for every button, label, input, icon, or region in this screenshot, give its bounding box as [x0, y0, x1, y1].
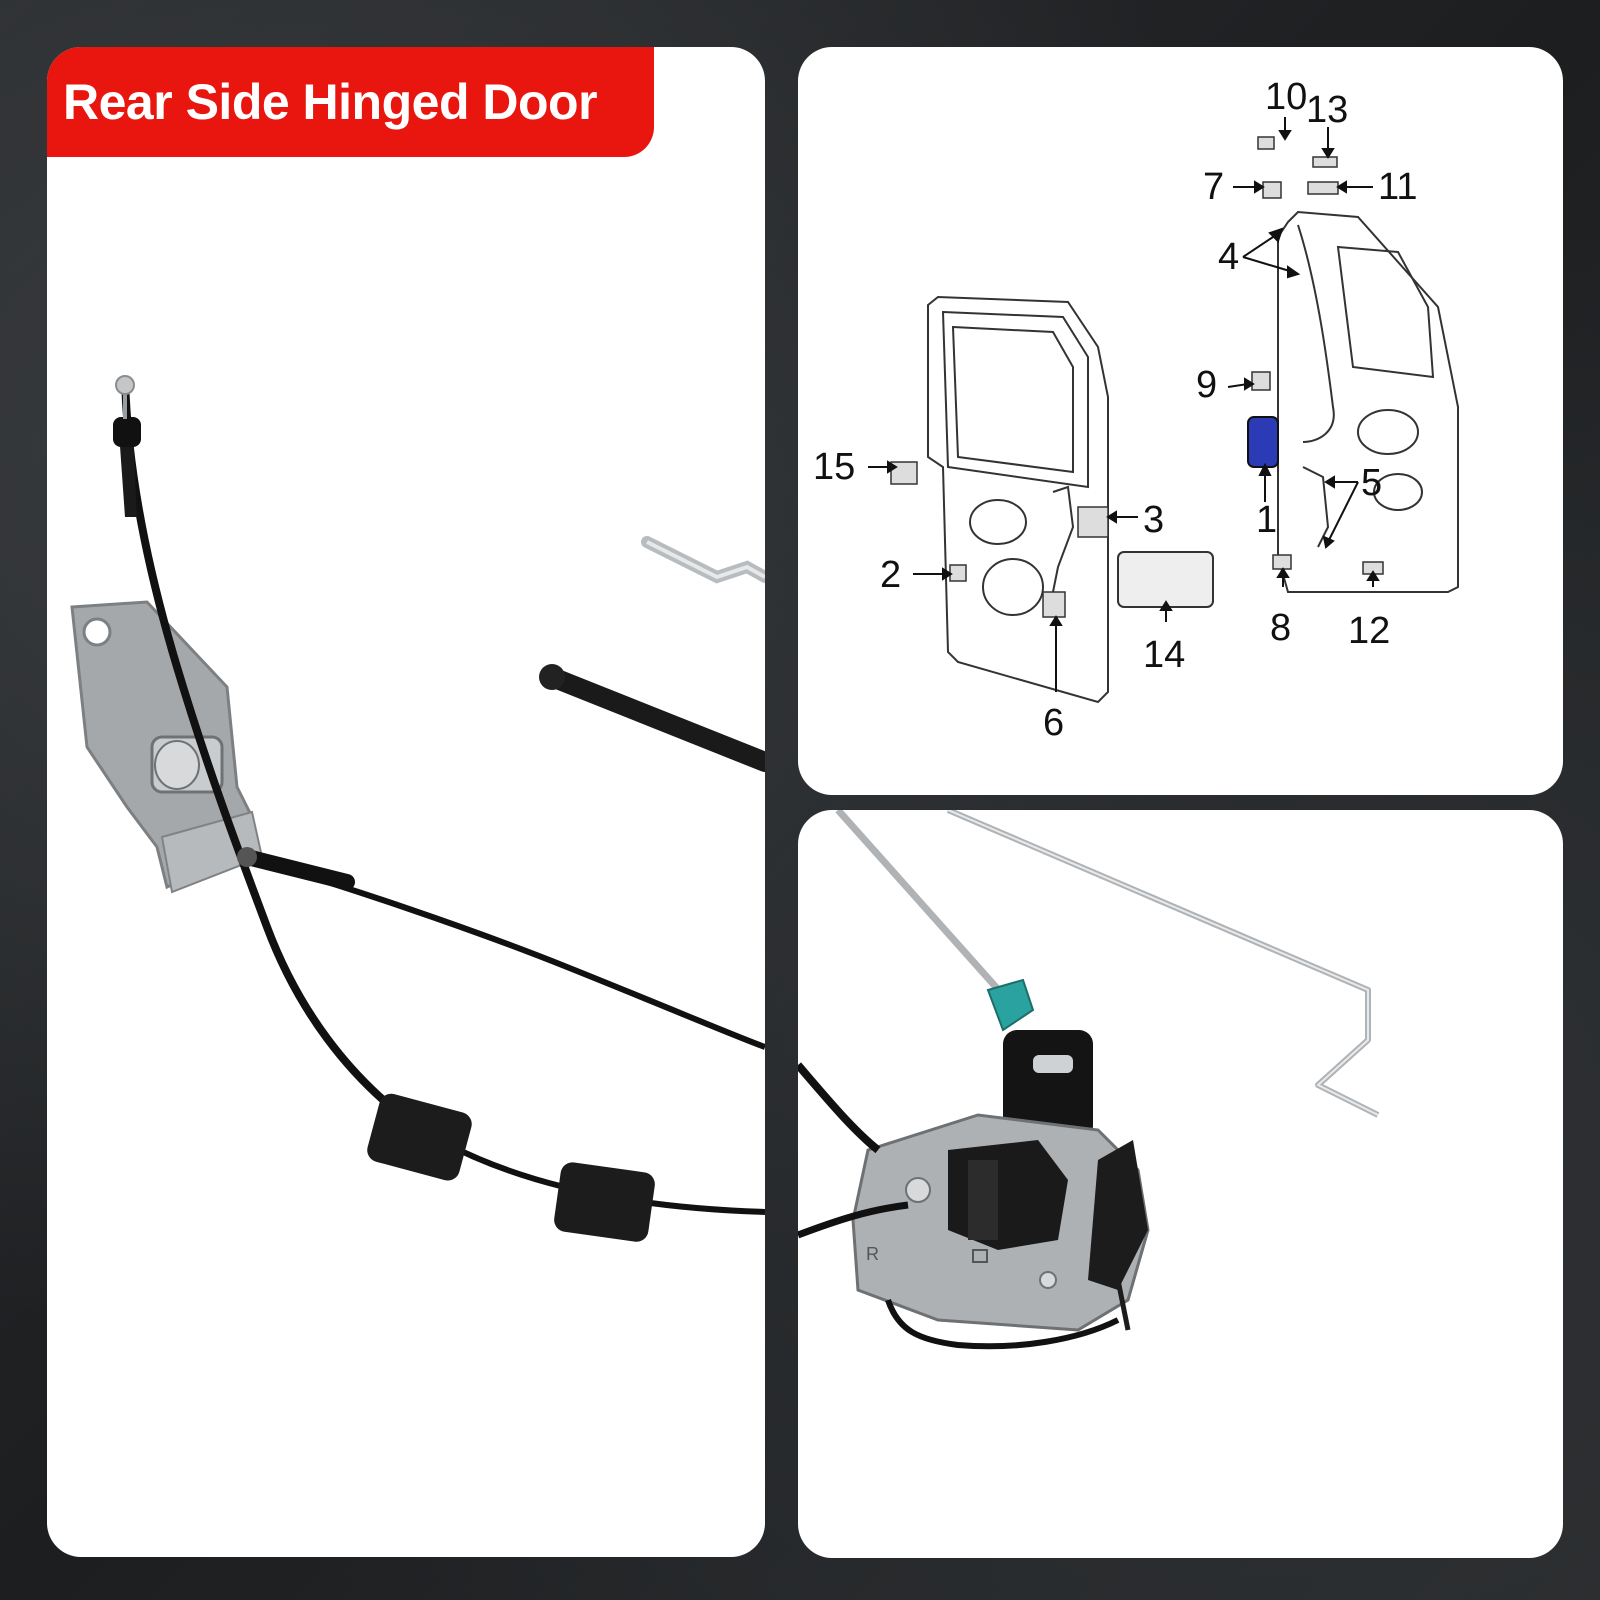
bolt-head	[154, 740, 200, 790]
latch-switch-body	[1088, 1140, 1148, 1290]
cable-pin-ball	[115, 375, 135, 395]
right-door-rod	[1297, 224, 1335, 443]
right-door-window	[1336, 245, 1435, 379]
actuator-clip	[1033, 1055, 1073, 1073]
callout-7: 7	[1203, 166, 1224, 208]
right-door-outline	[1277, 210, 1459, 593]
rod-black	[542, 667, 765, 772]
latch-switch-pin	[1115, 1279, 1131, 1331]
callout-2: 2	[880, 554, 901, 596]
right-door-cutout-2	[1373, 473, 1423, 511]
latch-assembly-illustration: R	[798, 810, 1380, 1350]
left-door-outline	[927, 295, 1109, 704]
part-11	[1307, 181, 1339, 195]
left-door-window	[951, 325, 1074, 474]
part-3	[1077, 506, 1109, 538]
latch-cable-lower	[798, 1201, 909, 1239]
cable-assembly-illustration	[70, 375, 765, 1242]
cable-secondary-clip	[237, 847, 257, 867]
part-15	[890, 461, 918, 485]
latch-mechanism	[948, 1140, 1068, 1250]
callout-8: 8	[1270, 607, 1291, 649]
latch-wire-harness	[885, 1298, 1120, 1350]
latch-pawl	[968, 1160, 998, 1240]
cable-secondary-sleeve	[239, 849, 355, 890]
callout-1: 1	[1256, 499, 1277, 541]
part-9	[1251, 371, 1271, 391]
bracket-hole	[82, 617, 112, 647]
cable-secondary	[246, 854, 765, 1050]
callout-3: 3	[1143, 499, 1164, 541]
latch-rivet-1	[905, 1177, 931, 1203]
latch-rivet-2	[1039, 1271, 1057, 1289]
parts-diagram-panel: 1 2 3 4 5 6 7 8 9 10 11 12 13 14 15	[798, 47, 1563, 795]
title-banner: Rear Side Hinged Door	[47, 47, 654, 157]
callout-13: 13	[1306, 89, 1348, 131]
callout-14: 14	[1143, 634, 1185, 676]
foam-damper-1	[367, 1093, 472, 1181]
cable-main	[121, 376, 420, 1131]
right-door-rod-lower	[1302, 466, 1330, 548]
latch-marking-square	[972, 1249, 988, 1263]
long-rod-highlight	[947, 810, 1379, 1116]
callout-5: 5	[1361, 462, 1382, 504]
left-door-cutout-2	[982, 558, 1044, 616]
page-title: Rear Side Hinged Door	[63, 74, 598, 130]
rod-upper-highlight	[646, 540, 765, 580]
part-13	[1312, 156, 1338, 168]
callout-10: 10	[1265, 76, 1307, 118]
part-10	[1257, 136, 1275, 150]
right-door-cutout-1	[1357, 409, 1419, 455]
cable-end-sleeve	[119, 432, 137, 517]
part-14	[1117, 551, 1214, 608]
cable-assembly-panel: Rear Side Hinged Door	[47, 47, 765, 1557]
foam-damper-2	[554, 1162, 655, 1242]
callout-9: 9	[1196, 364, 1217, 406]
parts-diagram: 1 2 3 4 5 6 7 8 9 10 11 12 13 14 15	[813, 76, 1459, 744]
part-8	[1272, 554, 1292, 570]
rod-black-tip	[539, 664, 565, 690]
part-7	[1262, 181, 1282, 199]
callout-11: 11	[1378, 166, 1417, 208]
part-6	[1042, 591, 1066, 618]
left-door-rod	[1052, 485, 1075, 593]
latch-assembly-panel: R	[798, 810, 1563, 1558]
part-2	[949, 564, 967, 582]
cable-end-fitting	[113, 417, 141, 447]
left-door-cutout-1	[969, 499, 1027, 545]
callout-4: 4	[1218, 236, 1239, 278]
callout-15: 15	[813, 446, 855, 488]
latch-marking-r: R	[866, 1244, 879, 1264]
door-handle-part-1	[1247, 416, 1279, 468]
callout-6: 6	[1043, 702, 1064, 744]
rod-clip-green	[986, 978, 1035, 1032]
latch-cable-upper	[798, 1062, 881, 1154]
short-rod	[835, 810, 1006, 998]
callout-12: 12	[1348, 610, 1390, 652]
left-door-window-frame	[941, 310, 1089, 489]
